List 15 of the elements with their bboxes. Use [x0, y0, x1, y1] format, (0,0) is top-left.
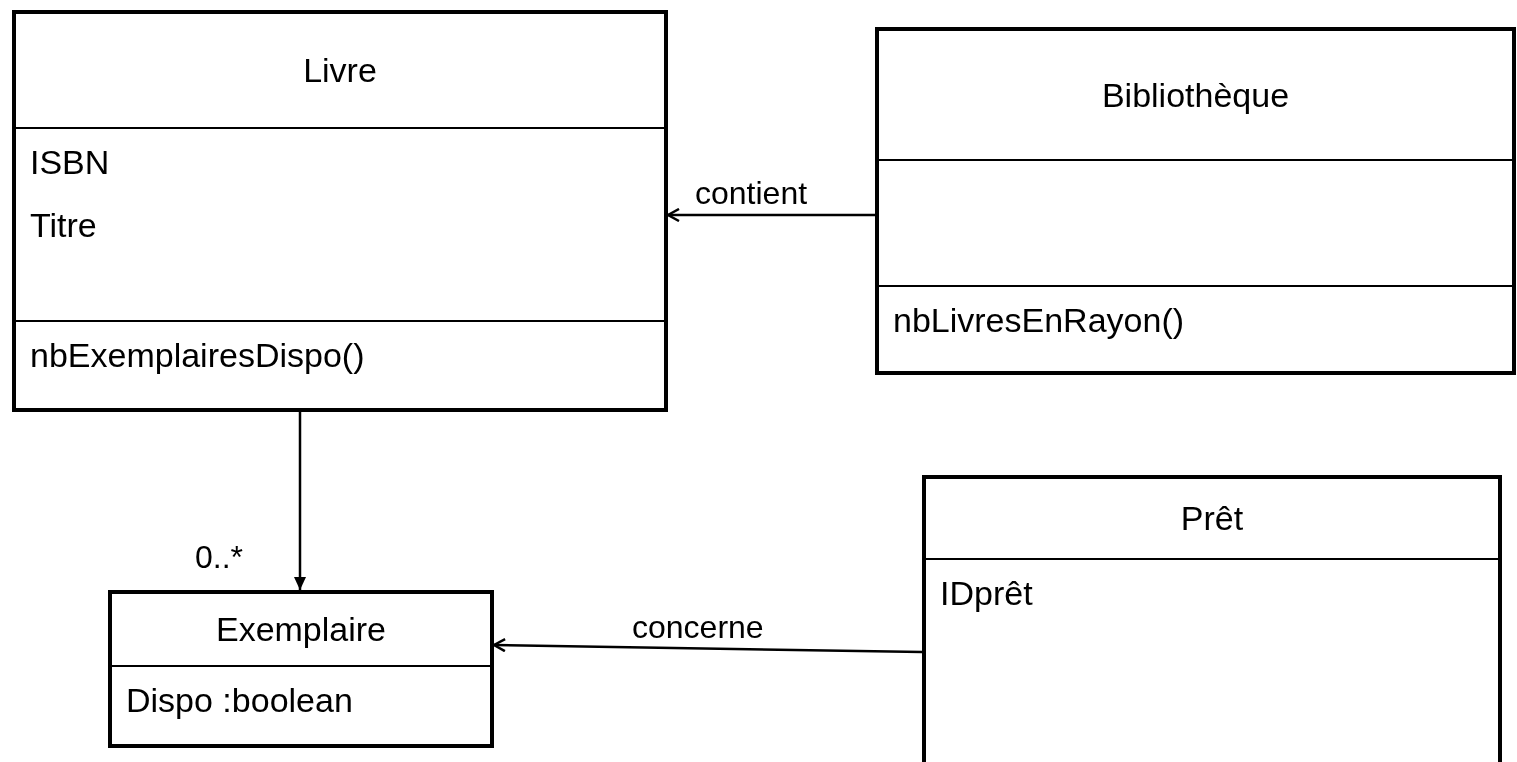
attribute-text: ISBN [30, 143, 110, 182]
class-name: Bibliothèque [1101, 75, 1290, 115]
class-name: Livre [303, 51, 377, 90]
method-text: nbLivresEnRayon() [893, 301, 1185, 340]
class-name: Exemplaire [215, 610, 387, 649]
class-name: Prêt [1180, 499, 1244, 538]
class-box [12, 10, 668, 412]
attribute-text: Titre [30, 206, 97, 245]
class-box [108, 590, 494, 748]
class-box [922, 475, 1502, 762]
attribute-text: Dispo :boolean [126, 681, 353, 720]
method-text: nbExemplairesDispo() [30, 336, 365, 375]
attribute-text: IDprêt [940, 574, 1033, 613]
association-arrow [294, 412, 306, 590]
class-box [875, 27, 1516, 375]
